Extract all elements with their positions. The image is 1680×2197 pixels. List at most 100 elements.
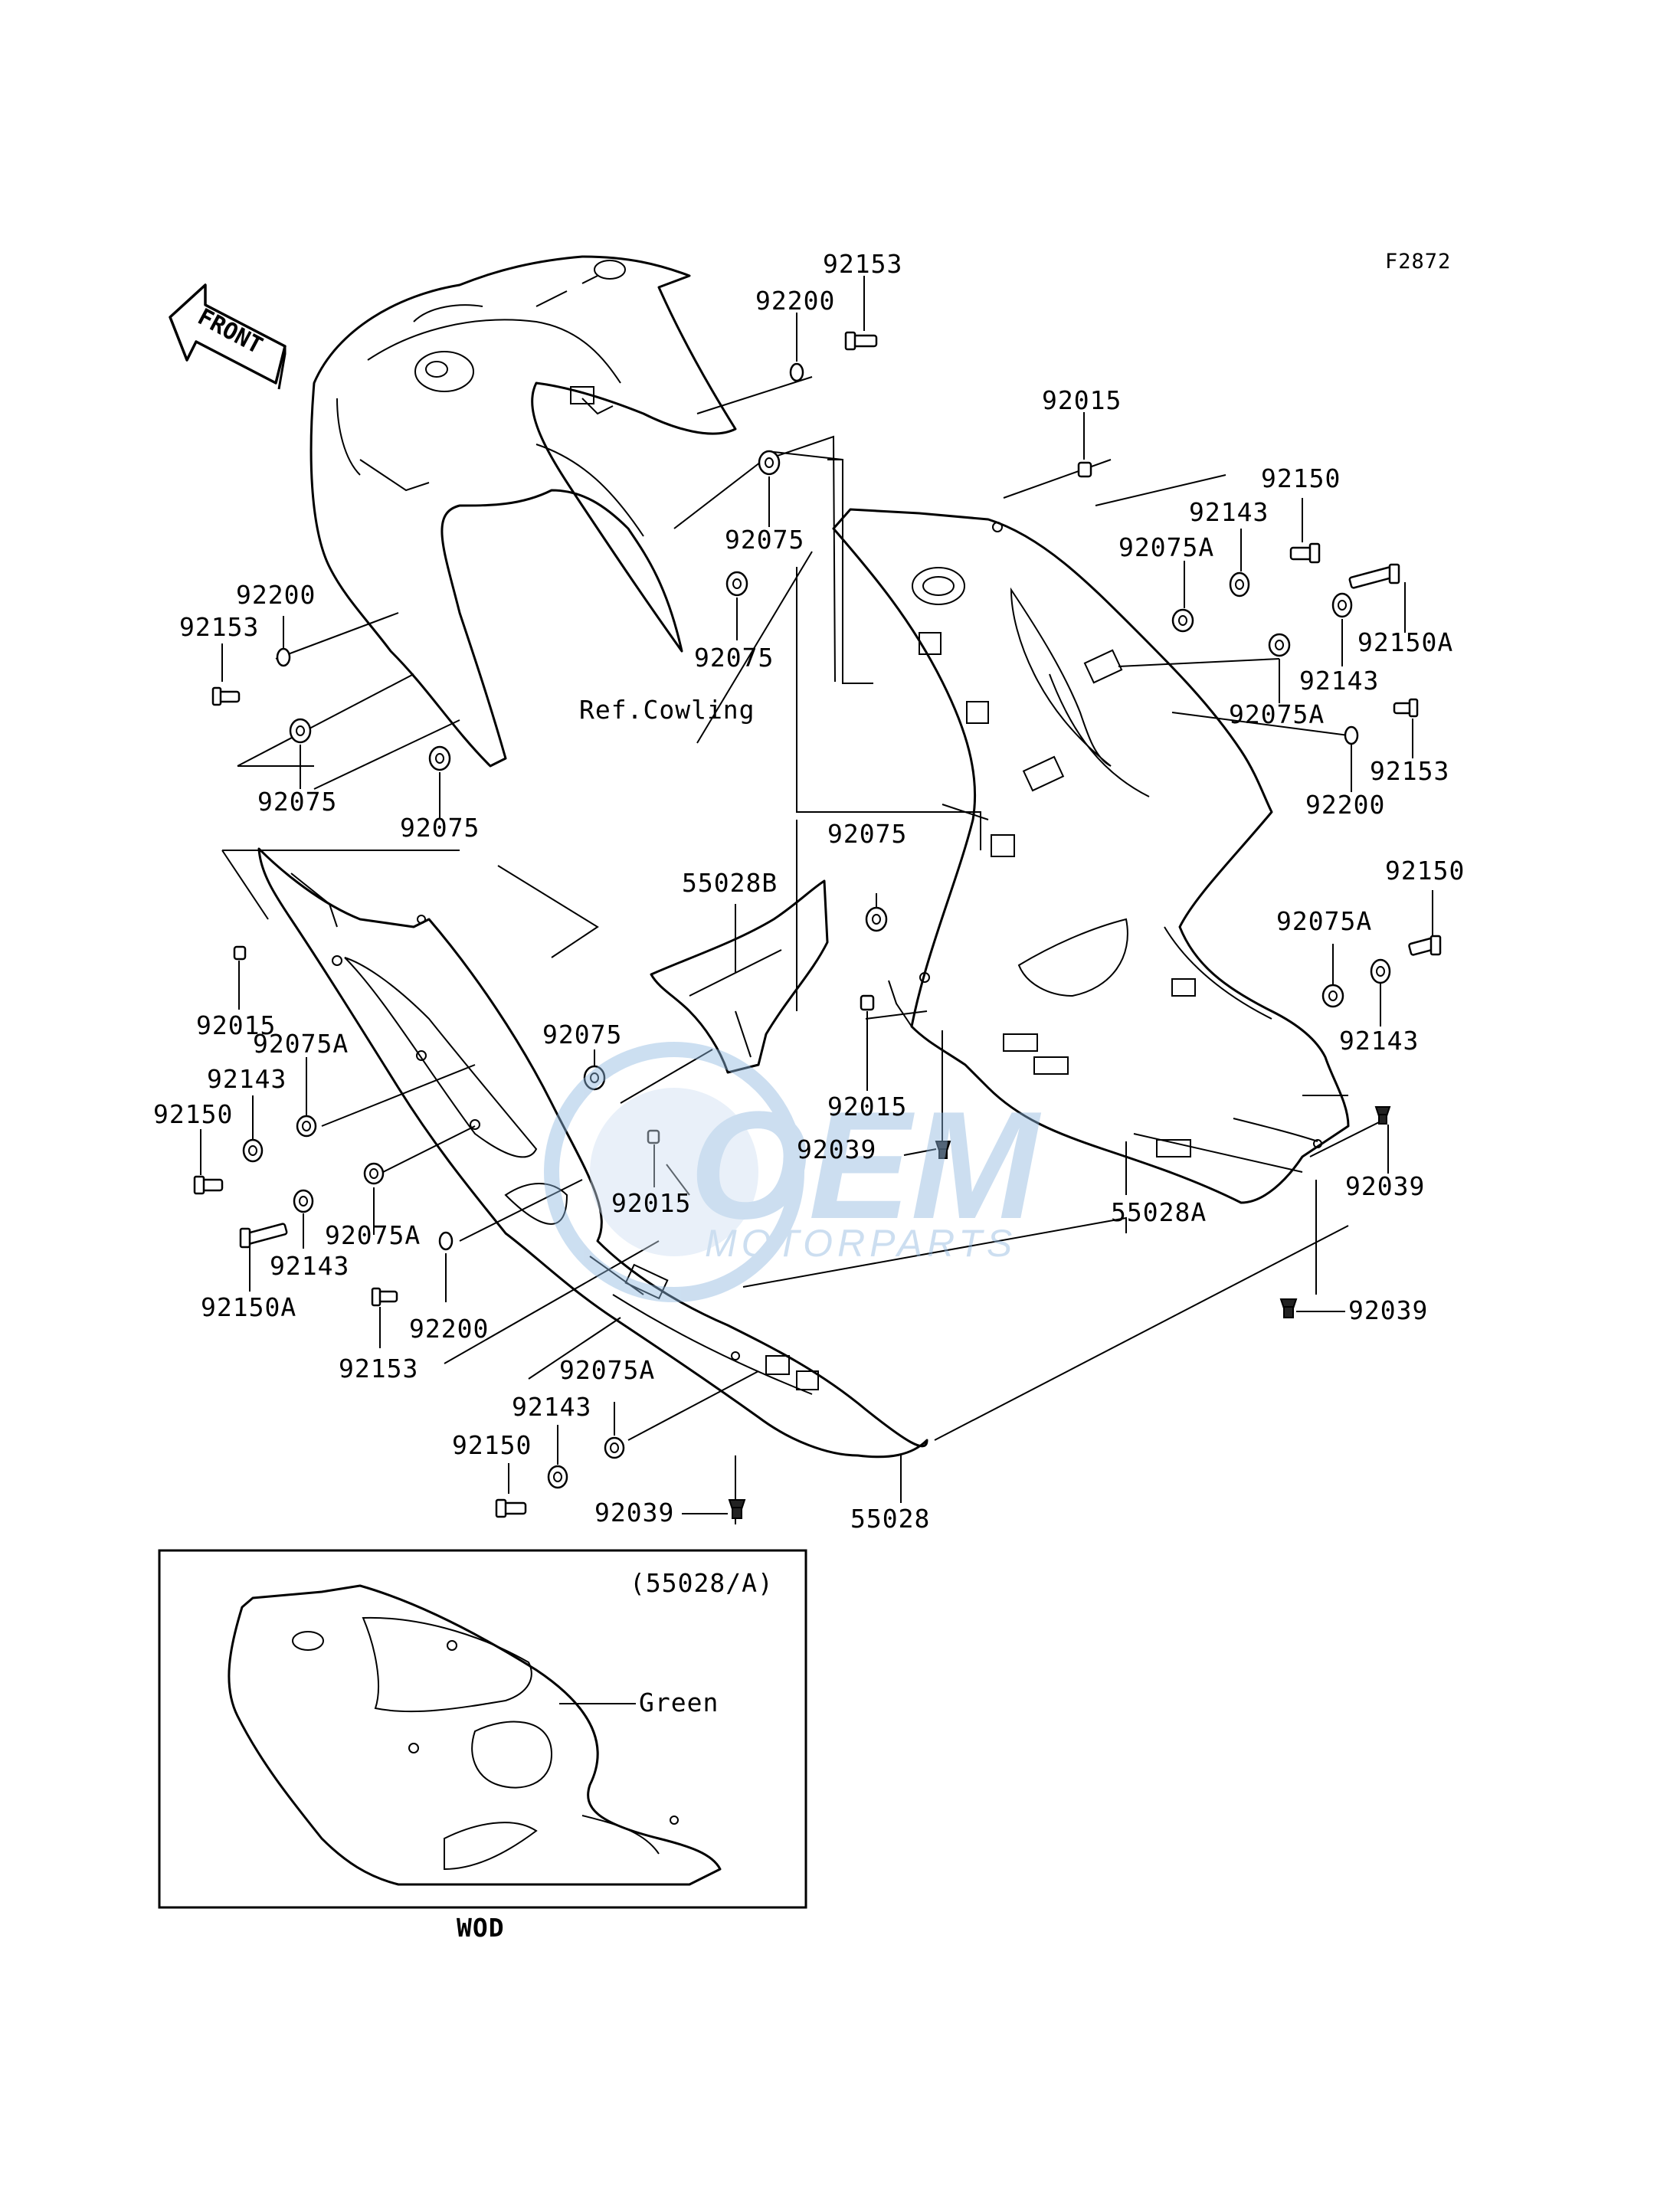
grommet-92075-a (758, 450, 781, 476)
ref-cowling-label: Ref.Cowling (579, 695, 755, 725)
part-label: 55028A (1111, 1197, 1207, 1227)
label-leaders (200, 276, 1433, 1514)
part-label: 92075 (542, 1020, 622, 1049)
grommet-92075-e (865, 906, 888, 932)
leader-lines (221, 435, 1387, 1524)
grommet-92075A-e (363, 1162, 385, 1185)
part-label: 92075 (827, 819, 907, 849)
grommet-92075A-c (1321, 984, 1344, 1008)
part-label: 92143 (207, 1064, 287, 1094)
watermark-text: MOTORPARTS (705, 1222, 1017, 1265)
nut-92143-d (242, 1138, 264, 1163)
part-label: 92200 (1305, 790, 1385, 820)
left-lower-cowling-55028 (257, 847, 928, 1459)
part-label: 92075A (1229, 699, 1325, 729)
right-side-cowling (832, 508, 1350, 1204)
part-label: 92153 (823, 249, 902, 279)
bolt-92153-lower (371, 1287, 398, 1307)
grommet-92075A-d (296, 1115, 317, 1138)
part-label: 92075 (694, 643, 774, 673)
part-label: 92143 (512, 1392, 591, 1422)
part-label: 92200 (409, 1314, 489, 1344)
part-label: 92015 (827, 1092, 907, 1121)
bolt-92153-left (211, 686, 241, 706)
part-label: 92200 (755, 286, 835, 316)
collar-92015-c (860, 994, 875, 1011)
part-label: 92075A (253, 1029, 349, 1059)
part-label: 92039 (594, 1498, 674, 1527)
watermark: OEM MOTORPARTS (544, 1042, 1042, 1302)
part-label: 92143 (1299, 666, 1379, 696)
part-label: 92150 (1385, 856, 1465, 886)
part-label: 55028 (850, 1504, 930, 1534)
bolt-92150A-left (239, 1223, 288, 1249)
front-arrow-icon: FRONT (169, 283, 287, 390)
grommet-92075-d (428, 745, 451, 771)
collar-92015-b (233, 945, 247, 961)
screw-92039-c (1279, 1298, 1298, 1318)
part-label: 55028B (682, 868, 778, 898)
collar-92015-a (1077, 461, 1092, 478)
part-label: 92039 (1348, 1295, 1428, 1325)
part-label: 92143 (270, 1251, 349, 1281)
grommet-92075-c (289, 718, 312, 744)
part-label: 92075A (1118, 532, 1214, 562)
inset-caption: (55028/A) (630, 1568, 774, 1598)
part-label: 92075A (1276, 906, 1372, 936)
washer-92200-lower (438, 1231, 454, 1251)
screw-92039-b (1374, 1106, 1391, 1125)
nut-92143-a (1229, 571, 1250, 598)
grommet-92075A-f (604, 1436, 625, 1459)
part-label: 92153 (179, 612, 259, 642)
part-label: 92150 (452, 1430, 532, 1460)
bolt-92150-left (193, 1175, 224, 1195)
part-label: 92150 (1261, 463, 1341, 493)
part-label: 92039 (1345, 1171, 1425, 1201)
grommet-92075A-a (1171, 608, 1194, 633)
inset-footer: WOD (457, 1913, 505, 1943)
watermark-logo: OEM (689, 1080, 1042, 1251)
part-label: 92143 (1189, 497, 1269, 527)
part-label: 92200 (236, 580, 316, 610)
nut-92143-f (547, 1465, 568, 1489)
inset-color-label: Green (639, 1688, 719, 1717)
part-label: 92150A (1357, 627, 1453, 657)
part-label: 92015 (1042, 385, 1122, 415)
bolt-92153-top (844, 331, 878, 351)
washer-92200-left (276, 647, 291, 667)
bolt-92150-right-lower (1408, 935, 1442, 956)
part-label: 92153 (339, 1354, 418, 1383)
part-label: 92075 (257, 787, 337, 817)
grommet-92075A-b (1268, 633, 1291, 657)
part-label: 92015 (611, 1188, 691, 1218)
bolt-92150A-right (1348, 563, 1400, 589)
part-label: 92075A (325, 1220, 421, 1250)
part-label: 92143 (1339, 1026, 1419, 1056)
part-label: 92015 (196, 1010, 276, 1040)
grommet-92075-b (725, 571, 748, 597)
bolt-92153-right (1393, 698, 1419, 718)
part-label: 92150 (153, 1099, 233, 1129)
screw-92039-d (728, 1499, 746, 1519)
part-label: 92075 (725, 525, 804, 555)
washer-92200-right (1344, 725, 1359, 745)
part-label: 92039 (797, 1135, 876, 1164)
part-labels: 92153 92200 92015 92150 92143 92075A 920… (153, 249, 1465, 1534)
part-label: 92153 (1370, 756, 1449, 786)
figure-code: F2872 (1385, 250, 1451, 273)
part-label: 92150A (201, 1292, 296, 1322)
washer-92200-top (789, 362, 804, 382)
screw-92039-a (935, 1141, 951, 1159)
part-label: 92075 (400, 813, 480, 843)
nut-92143-e (293, 1189, 314, 1213)
nut-92143-c (1370, 958, 1391, 984)
part-label: 92075A (559, 1355, 655, 1385)
hardware (193, 331, 1442, 1519)
grommet-92075-f (583, 1065, 606, 1091)
bolt-92150-right (1289, 542, 1321, 564)
inset-color-variant: (55028/A) Green (158, 1549, 807, 1909)
nut-92143-b (1331, 592, 1353, 618)
bolt-92150-bottom (495, 1498, 527, 1518)
upper-cowling-ref (309, 255, 813, 768)
